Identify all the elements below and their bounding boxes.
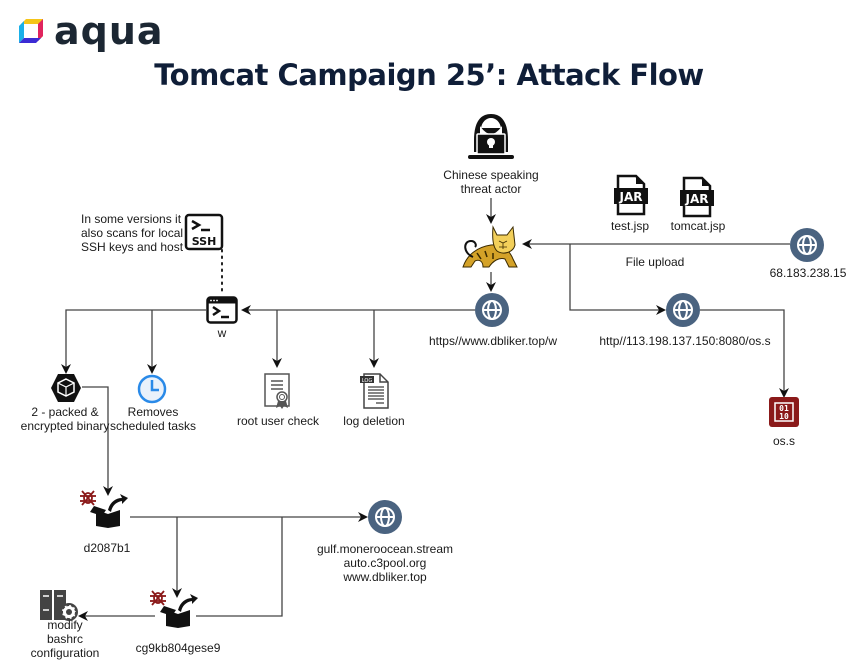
bug-icon: [150, 590, 166, 606]
globe-icon: [790, 228, 824, 262]
malware-box-icon: [150, 590, 198, 628]
test-jsp-label: test.jsp: [610, 219, 649, 233]
attacker-ip-label: 68.183.238.15: [769, 266, 847, 280]
clock-icon: [137, 374, 167, 404]
jar-file-icon: JAR: [680, 176, 714, 218]
svg-text:01: 01: [779, 404, 789, 413]
gear-icon: [60, 603, 78, 621]
globe-icon: [475, 293, 509, 327]
cg9kb804gese9-label: cg9kb804gese9: [135, 641, 221, 655]
packed-binary-label: 2 - packed & encrypted binary: [20, 405, 110, 433]
page-title: Tomcat Campaign 25’: Attack Flow: [154, 58, 704, 92]
aqua-logo: aqua: [16, 12, 164, 50]
d2087b1-label: d2087b1: [83, 541, 131, 555]
os-s-label: os.s: [772, 434, 795, 448]
certificate-icon: [264, 373, 290, 409]
svg-text:LOG: LOG: [362, 378, 373, 384]
edge-w-left: [61, 309, 206, 374]
root-check-label: root user check: [236, 414, 320, 428]
terminal-icon: [206, 296, 238, 324]
tomcat-icon: [462, 225, 518, 268]
jar-badge: JAR: [685, 192, 709, 206]
bug-icon: [80, 490, 96, 506]
log-deletion-label: log deletion: [343, 414, 405, 428]
jar-file-icon: JAR: [614, 174, 648, 216]
edge-branch-os-url: [569, 244, 666, 315]
edge-packed-d2087b1: [82, 386, 113, 496]
file-upload-label: File upload: [625, 255, 685, 269]
aqua-logo-text: aqua: [54, 9, 164, 53]
svg-text:SSH: SSH: [192, 235, 217, 248]
os-s-url-label: http//113.198.137.150:8080/os.s: [599, 334, 771, 348]
dbliker-w-label: https//www.dbliker.top/w: [428, 334, 558, 348]
edge-cg9-loop: [196, 517, 283, 617]
malware-box-icon: [80, 490, 128, 528]
scheduled-tasks-label: Removes scheduled tasks: [109, 405, 197, 433]
ssh-note: In some versions it also scans for local…: [81, 212, 184, 254]
hacker-icon: [468, 114, 514, 159]
mining-pools-label: gulf.moneroocean.stream auto.c3pool.org …: [316, 542, 454, 584]
ssh-terminal-icon: SSH: [184, 213, 224, 251]
bashrc-label: modify bashrc configuration: [30, 618, 100, 660]
tomcat-jsp-label: tomcat.jsp: [670, 219, 726, 233]
server-gear-icon: [40, 590, 78, 621]
log-file-icon: LOG: [360, 373, 389, 409]
svg-text:10: 10: [779, 412, 789, 421]
globe-icon: [368, 500, 402, 534]
packed-binary-icon: [51, 374, 81, 402]
globe-icon: [666, 293, 700, 327]
w-label: w: [217, 326, 227, 340]
threat-actor-label: Chinese speaking threat actor: [443, 168, 539, 196]
binary-file-icon: 01 10: [769, 397, 799, 427]
edge-osurl-oss: [700, 309, 789, 398]
aqua-logo-mark-icon: [19, 19, 43, 43]
jar-badge: JAR: [619, 190, 643, 204]
